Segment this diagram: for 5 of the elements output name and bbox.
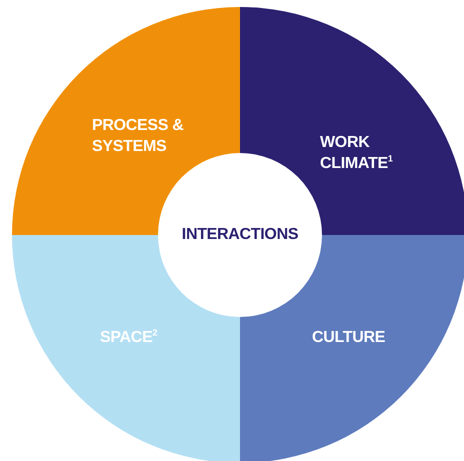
- segment-label: PROCESS & SYSTEMS: [92, 116, 185, 157]
- center-label: INTERACTIONS: [180, 225, 300, 245]
- segment-label: SPACE$^{2}$: [100, 327, 158, 348]
- segment-label: WORK CLIMATE$^{1}$: [320, 133, 394, 174]
- segment-label: CULTURE: [312, 328, 386, 348]
